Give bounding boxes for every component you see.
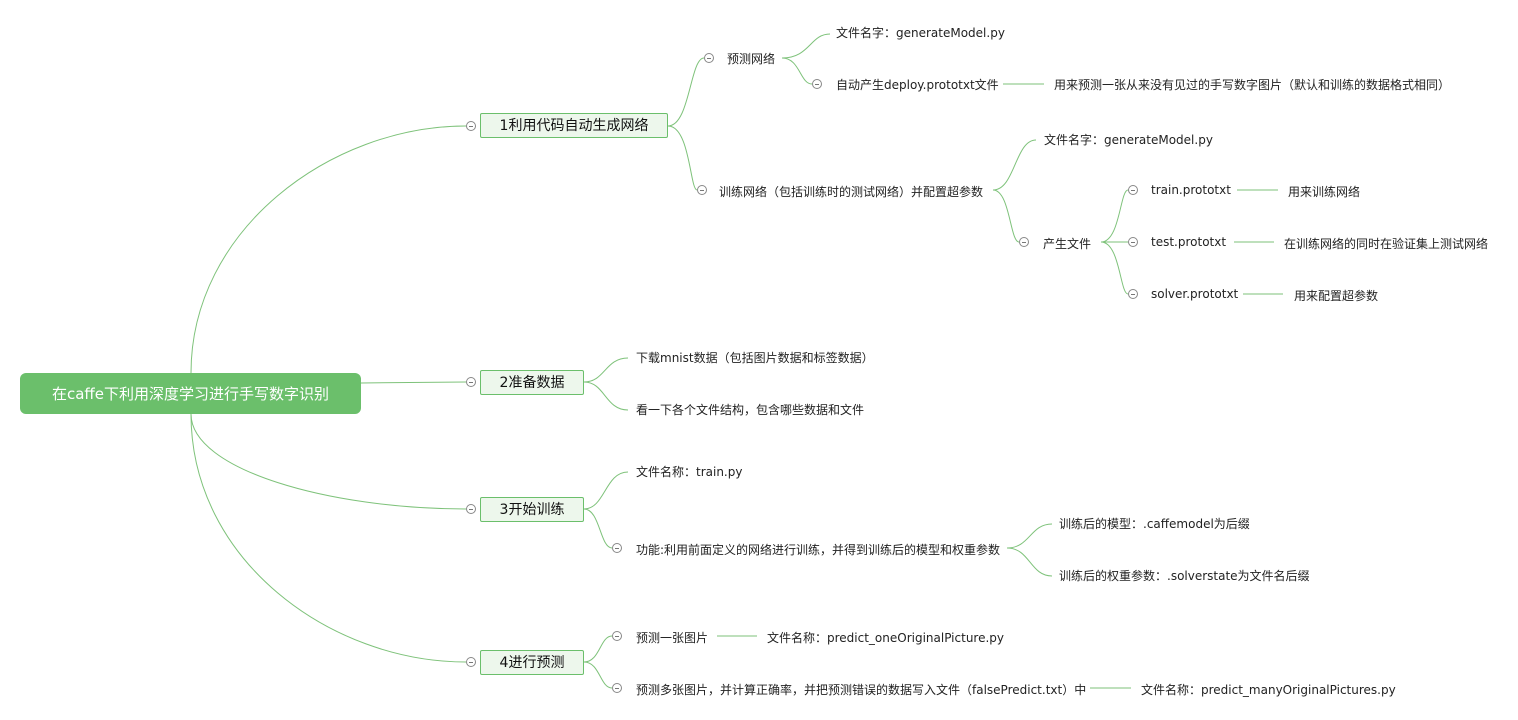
predict-filename-topic[interactable]: 文件名字：generateModel.py [836, 26, 1005, 40]
deploy-topic[interactable]: 自动产生deploy.prototxt文件 [836, 78, 999, 92]
collapse-toggle-icon[interactable] [466, 121, 476, 131]
test-prototxt-desc-topic[interactable]: 在训练网络的同时在验证集上测试网络 [1284, 237, 1489, 251]
link-root-branch3 [190, 413, 467, 510]
link-root-branch4 [190, 413, 467, 663]
train-function-topic[interactable]: 功能:利用前面定义的网络进行训练，并得到训练后的模型和权重参数 [636, 543, 1001, 557]
link-b1-predict [667, 57, 705, 127]
predict-many-file-topic[interactable]: 文件名称：predict_manyOriginalPictures.py [1141, 683, 1396, 697]
link-train-gen [992, 189, 1020, 243]
predict-one-file-topic[interactable]: 文件名称：predict_oneOriginalPicture.py [767, 631, 1005, 645]
link-predict-deploy [781, 57, 813, 85]
branch2-topic[interactable]: 2准备数据 [480, 370, 584, 395]
train-prototxt-topic[interactable]: train.prototxt [1151, 183, 1231, 197]
collapse-toggle-icon[interactable] [612, 683, 622, 693]
link-b4-one [583, 635, 613, 663]
train-filename-topic[interactable]: 文件名字：generateModel.py [1044, 133, 1213, 147]
download-mnist-topic[interactable]: 下载mnist数据（包括图片数据和标签数据） [636, 351, 874, 365]
collapse-toggle-icon[interactable] [697, 185, 707, 195]
link-b2-structure [583, 381, 629, 411]
link-b3-file [583, 471, 629, 510]
link-b3-func [583, 508, 613, 549]
predict-one-topic[interactable]: 预测一张图片 [636, 631, 709, 645]
caffemodel-topic[interactable]: 训练后的模型：.caffemodel为后缀 [1059, 517, 1250, 531]
file-structure-topic[interactable]: 看一下各个文件结构，包含哪些数据和文件 [636, 403, 865, 417]
deploy-desc-topic[interactable]: 用来预测一张从来没有见过的手写数字图片（默认和训练的数据格式相同） [1054, 78, 1451, 92]
train-prototxt-desc-topic[interactable]: 用来训练网络 [1288, 185, 1361, 199]
train-py-topic[interactable]: 文件名称：train.py [636, 465, 743, 479]
link-root-branch1 [190, 125, 467, 374]
collapse-toggle-icon[interactable] [466, 377, 476, 387]
link-train-file [992, 139, 1037, 191]
link-func-weights [1006, 547, 1053, 577]
solverstate-topic[interactable]: 训练后的权重参数：.solverstate为文件名后缀 [1059, 569, 1310, 583]
generated-files-topic[interactable]: 产生文件 [1043, 237, 1092, 251]
link-func-model [1006, 523, 1053, 549]
solver-prototxt-desc-topic[interactable]: 用来配置超参数 [1294, 289, 1379, 303]
collapse-toggle-icon[interactable] [1128, 289, 1138, 299]
collapse-toggle-icon[interactable] [612, 543, 622, 553]
root-topic[interactable]: 在caffe下利用深度学习进行手写数字识别 [20, 373, 361, 414]
link-gen-train [1100, 189, 1129, 243]
predict-network-topic[interactable]: 预测网络 [727, 52, 776, 66]
collapse-toggle-icon[interactable] [466, 504, 476, 514]
solver-prototxt-topic[interactable]: solver.prototxt [1151, 287, 1239, 301]
branch3-topic[interactable]: 3开始训练 [480, 497, 584, 522]
predict-many-topic[interactable]: 预测多张图片，并计算正确率，并把预测错误的数据写入文件（falsePredict… [636, 683, 1087, 697]
branch4-topic[interactable]: 4进行预测 [480, 650, 584, 675]
link-b2-download [583, 357, 629, 383]
train-network-topic[interactable]: 训练网络（包括训练时的测试网络）并配置超参数 [719, 185, 984, 199]
test-prototxt-topic[interactable]: test.prototxt [1151, 235, 1227, 249]
link-gen-solver [1100, 241, 1129, 295]
link-b1-train [667, 125, 698, 191]
collapse-toggle-icon[interactable] [1019, 237, 1029, 247]
branch1-topic[interactable]: 1利用代码自动生成网络 [480, 113, 668, 138]
link-predict-file [781, 33, 831, 59]
collapse-toggle-icon[interactable] [812, 79, 822, 89]
collapse-toggle-icon[interactable] [612, 631, 622, 641]
link-root-branch2 [360, 381, 467, 384]
collapse-toggle-icon[interactable] [1128, 237, 1138, 247]
collapse-toggle-icon[interactable] [704, 53, 714, 63]
collapse-toggle-icon[interactable] [466, 657, 476, 667]
link-b4-many [583, 661, 613, 689]
collapse-toggle-icon[interactable] [1128, 185, 1138, 195]
